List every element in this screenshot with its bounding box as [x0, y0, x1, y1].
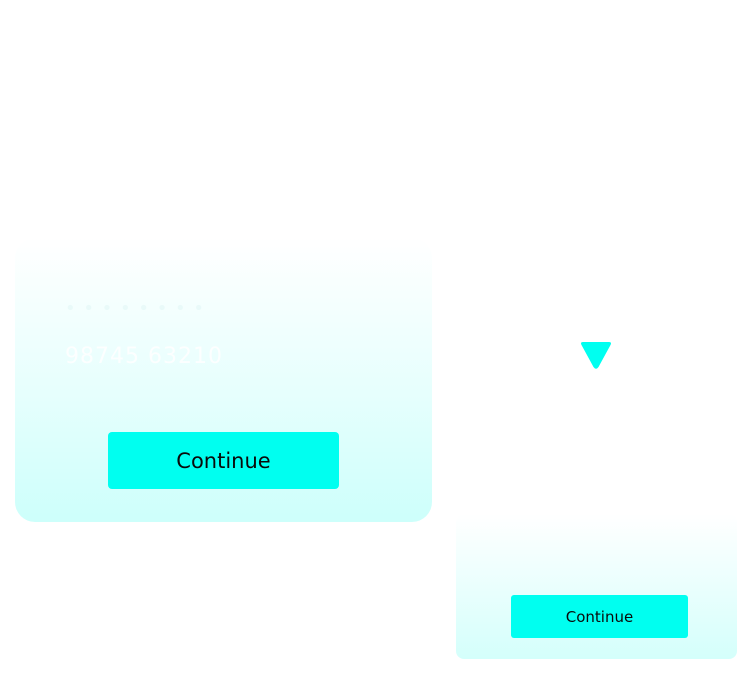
continue-button[interactable]: Continue: [108, 432, 339, 489]
secondary-card: Continue: [456, 514, 737, 659]
phone-entry-card: • • • • • • • • 98745 63210 Continue: [15, 238, 432, 522]
continue-button-secondary[interactable]: Continue: [511, 595, 688, 638]
phone-number-text: 98745 63210: [65, 344, 223, 369]
faint-text: • • • • • • • •: [65, 298, 205, 319]
triangle-down-icon[interactable]: [579, 340, 613, 370]
